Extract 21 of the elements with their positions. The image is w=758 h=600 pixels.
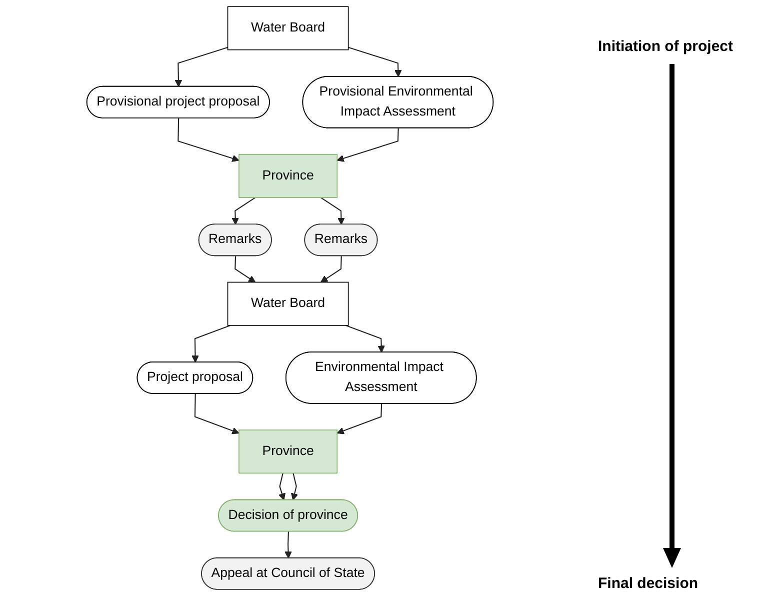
timeline-label: Initiation of project xyxy=(598,38,733,55)
node-box: Water Board xyxy=(227,6,349,50)
arrow xyxy=(345,324,385,353)
arrow xyxy=(291,473,298,500)
node-box: Province xyxy=(238,430,338,474)
arrow xyxy=(178,118,240,162)
arrow xyxy=(192,324,231,363)
arrow xyxy=(320,197,345,225)
node-box: Water Board xyxy=(227,282,349,326)
arrow xyxy=(234,256,256,283)
arrow xyxy=(348,46,402,78)
arrow xyxy=(336,404,382,434)
arrow xyxy=(174,46,228,88)
timeline-label: Final decision xyxy=(598,575,698,592)
node-box: Province xyxy=(238,154,338,198)
arrow xyxy=(284,532,292,559)
arrow xyxy=(320,256,342,283)
arrow xyxy=(232,197,256,225)
arrow xyxy=(278,473,286,500)
arrow xyxy=(194,394,240,434)
arrow xyxy=(336,128,399,162)
